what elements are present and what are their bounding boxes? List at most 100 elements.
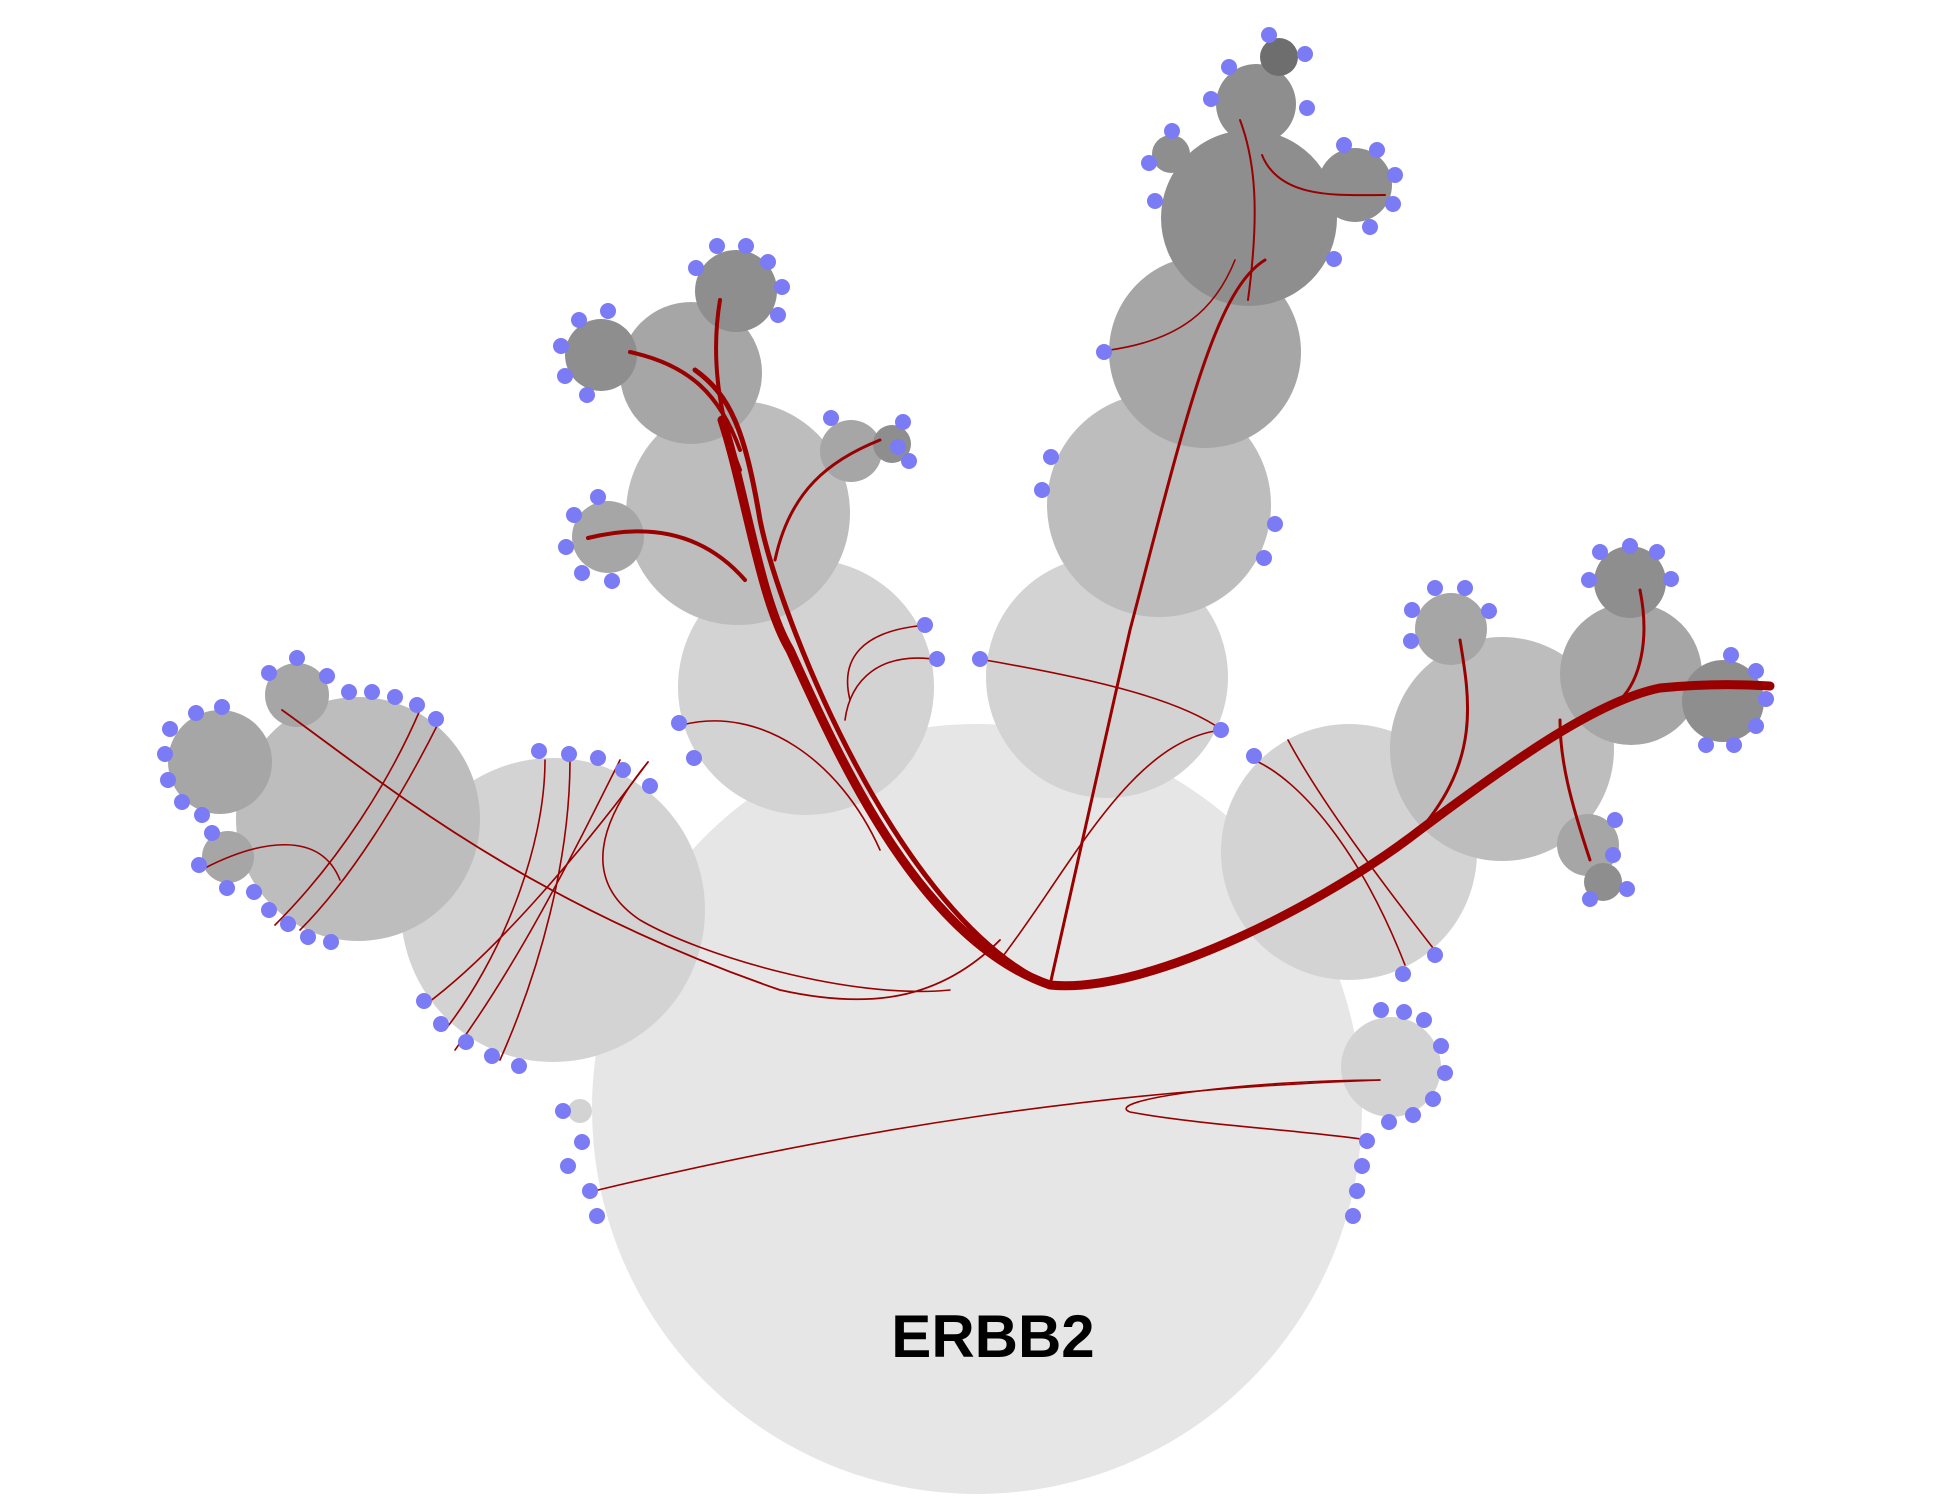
package-circle (1047, 393, 1271, 617)
dependency-edge (628, 350, 742, 452)
leaf-node (289, 650, 305, 666)
leaf-node (416, 993, 432, 1009)
leaf-node (1481, 603, 1497, 619)
package-circle (1341, 1017, 1441, 1117)
leaf-node (604, 573, 620, 589)
leaf-node (1369, 142, 1385, 158)
leaf-node (557, 368, 573, 384)
leaf-node (1698, 737, 1714, 753)
dependency-edge (1239, 119, 1256, 301)
leaf-node (188, 705, 204, 721)
leaf-node (1457, 580, 1473, 596)
leaf-node (1404, 602, 1420, 618)
leaf-node (1605, 847, 1621, 863)
leaf-node (1649, 544, 1665, 560)
leaf-node (738, 238, 754, 254)
leaf-node (194, 807, 210, 823)
leaf-node (1349, 1183, 1365, 1199)
leaf-node (458, 1034, 474, 1050)
leaf-node (433, 1016, 449, 1032)
dependency-edge (1287, 739, 1434, 949)
leaf-node (1246, 748, 1262, 764)
leaf-node (895, 414, 911, 430)
leaf-node (364, 684, 380, 700)
leaf-node (561, 746, 577, 762)
leaf-node (1427, 580, 1443, 596)
leaf-node (760, 254, 776, 270)
leaf-node (1748, 718, 1764, 734)
leaf-node (1581, 572, 1597, 588)
leaf-node (972, 651, 988, 667)
leaf-node (511, 1058, 527, 1074)
leaf-node (590, 489, 606, 505)
leaf-node (1385, 196, 1401, 212)
dependency-edge (602, 761, 951, 993)
leaf-node (615, 762, 631, 778)
leaf-node (1726, 737, 1742, 753)
dependency-edge (424, 761, 649, 1006)
leaf-node (1427, 947, 1443, 963)
leaf-node (901, 453, 917, 469)
leaf-node (600, 303, 616, 319)
leaf-node (560, 1158, 576, 1174)
dependency-edge (717, 415, 1775, 991)
leaf-node (409, 697, 425, 713)
dependency-edge (984, 659, 1223, 731)
leaf-node (770, 307, 786, 323)
leaf-node (300, 929, 316, 945)
dependency-edge (846, 624, 929, 701)
dependency-edge (773, 438, 882, 562)
dependency-edge (274, 709, 421, 926)
leaf-node (823, 410, 839, 426)
leaf-node (191, 857, 207, 873)
leaf-node (558, 539, 574, 555)
leaf-node (319, 668, 335, 684)
package-circle (626, 401, 850, 625)
leaf-node (774, 279, 790, 295)
leaf-node (890, 439, 906, 455)
leaf-node (571, 312, 587, 328)
dependency-edge (597, 1079, 1381, 1191)
leaf-node (1396, 1004, 1412, 1020)
leaf-node (642, 778, 658, 794)
package-circle (265, 663, 329, 727)
dependency-edge (1125, 1079, 1381, 1141)
leaf-node (1387, 167, 1403, 183)
dependency-edge (444, 759, 546, 1031)
package-circle (565, 319, 637, 391)
leaf-node (246, 884, 262, 900)
leaf-node (1437, 1065, 1453, 1081)
leaf-node (1297, 46, 1313, 62)
package-circle (1260, 38, 1298, 76)
package-circle (820, 420, 882, 482)
leaf-node (1381, 1114, 1397, 1130)
leaf-node (174, 794, 190, 810)
leaf-node (1723, 647, 1739, 663)
dependency-edge (1253, 759, 1406, 966)
leaf-node (553, 338, 569, 354)
package-circle (1161, 130, 1337, 306)
dependency-edge (844, 657, 941, 721)
leaf-node (1758, 691, 1774, 707)
leaf-node (323, 934, 339, 950)
leaf-node (686, 750, 702, 766)
leaf-node (574, 565, 590, 581)
leaf-node (566, 507, 582, 523)
package-circle (592, 724, 1362, 1494)
package-circle (1594, 546, 1666, 618)
leaf-node (555, 1103, 571, 1119)
package-circle (1318, 148, 1392, 222)
leaf-node (1607, 812, 1623, 828)
package-circle (236, 697, 480, 941)
package-circle (1390, 637, 1614, 861)
dependency-edge (1618, 588, 1646, 702)
dependency-edge (499, 759, 571, 1061)
package-circle (568, 1099, 592, 1123)
leaf-node (917, 617, 933, 633)
dependency-edge (714, 298, 742, 472)
leaf-node (1345, 1208, 1361, 1224)
package-circle (1216, 64, 1296, 144)
leaf-node (1326, 251, 1342, 267)
leaf-node (428, 711, 444, 727)
